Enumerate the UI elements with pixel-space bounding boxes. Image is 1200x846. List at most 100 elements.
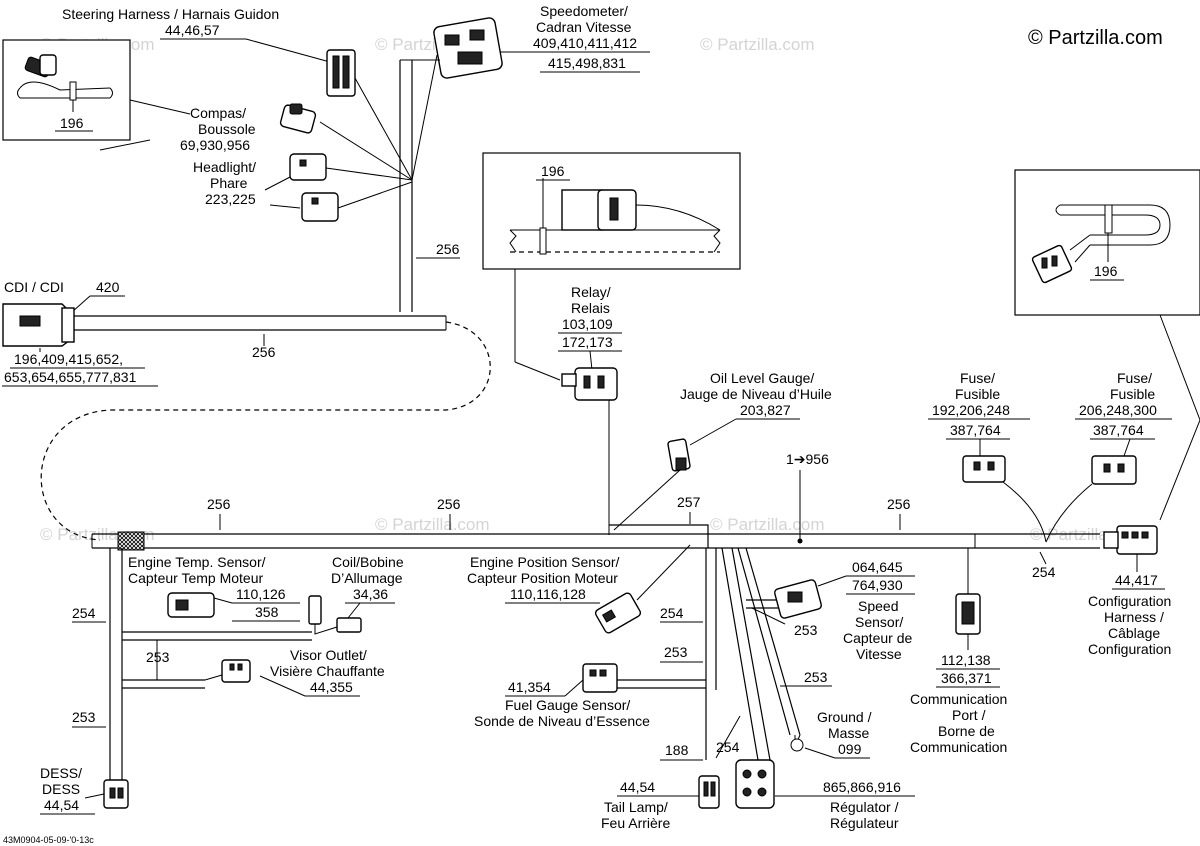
tail-lamp-label-fr: Feu Arrière: [601, 815, 670, 831]
steering-harness-label: Steering Harness / Harnais Guidon: [62, 6, 279, 22]
relay-parts-2: 172,173: [562, 334, 613, 350]
cdi-connector: [2, 303, 75, 347]
speed-sensor-label-4: Vitesse: [856, 646, 902, 662]
headlight-parts: 223,225: [205, 191, 256, 207]
harness-253-label: 253: [794, 622, 818, 638]
relay-label: Relay/: [571, 284, 611, 300]
compass-parts: 69,930,956: [180, 137, 250, 153]
fuse-right-label-fr: Fusible: [1110, 386, 1155, 402]
harness-254-label: 254: [72, 605, 96, 621]
fuse-left-connector: [962, 455, 1006, 483]
fuel-gauge-label-fr: Sonde de Niveau d’Essence: [474, 713, 650, 729]
speed-sensor-parts-2: 764,930: [852, 577, 903, 593]
config-harness-label: Configuration: [1088, 593, 1171, 609]
harness-256-label: 256: [252, 344, 276, 360]
communication-port-parts-2: 366,371: [941, 670, 992, 686]
dess-label-fr: DESS: [42, 781, 80, 797]
regulator-connector: [735, 759, 775, 809]
regulator-label-fr: Régulateur: [830, 815, 899, 831]
communication-port-label: Communication: [910, 691, 1007, 707]
range-956-label: 1➔956: [786, 451, 829, 467]
harness-254-label: 254: [660, 605, 684, 621]
harness-256-label: 256: [437, 496, 461, 512]
watermark-text: © Partzilla.com: [710, 515, 825, 534]
coil-connector: [308, 595, 362, 633]
harness-256-label: 256: [207, 496, 231, 512]
communication-port-parts: 112,138: [941, 652, 991, 668]
fuse-left-parts-2: 387,764: [950, 422, 1001, 438]
fuse-right-connector: [1091, 455, 1137, 485]
left-branches: [109, 548, 312, 780]
speed-sensor-parts: 064,645: [852, 559, 903, 575]
visor-outlet-label-fr: Visière Chauffante: [270, 663, 385, 679]
engine-position-parts: 110,116,128: [510, 586, 586, 602]
engine-temp-connector: [167, 592, 215, 618]
fuse-right-parts: 206,248,300: [1079, 402, 1157, 418]
engine-position-connector: [594, 592, 642, 634]
inset-right-part: 196: [1094, 263, 1118, 279]
ground-label-fr: Masse: [828, 725, 869, 741]
cdi-label: CDI / CDI: [4, 279, 64, 295]
inset-middle-part: 196: [541, 163, 565, 179]
coil-label-fr: D’Allumage: [331, 570, 403, 586]
wire-188-label: 188: [665, 742, 689, 758]
cdi-parts: 196,409,415,652,: [14, 351, 123, 367]
speed-sensor-label: Speed: [858, 598, 898, 614]
tail-lamp-parts: 44,54: [620, 779, 655, 795]
tail-lamp-label: Tail Lamp/: [604, 799, 668, 815]
config-harness-parts: 44,417: [1115, 572, 1158, 588]
oil-level-label: Oil Level Gauge/: [710, 370, 814, 386]
oil-level-label-fr: Jauge de Niveau d’Huile: [680, 386, 832, 402]
dess-label: DESS/: [40, 765, 82, 781]
steering-harness-parts: 44,46,57: [165, 22, 220, 38]
engine-temp-parts: 110,126: [236, 586, 286, 602]
relay-label-fr: Relais: [571, 300, 610, 316]
dess-connector: [103, 779, 129, 809]
speed-sensor-connector: [774, 579, 822, 619]
coil-parts: 34,36: [353, 586, 388, 602]
oil-level-connector: [667, 438, 691, 472]
communication-port-label-3: Borne de: [938, 723, 995, 739]
cdi-part: 420: [96, 279, 120, 295]
engine-temp-label-fr: Capteur Temp Moteur: [128, 570, 263, 586]
config-harness-connector: [1103, 525, 1158, 555]
harness-256-vertical: [399, 59, 440, 312]
compass-label-fr: Boussole: [198, 121, 256, 137]
cdi-parts-2: 653,654,655,777,831: [4, 369, 137, 385]
branch-lines: [99, 54, 438, 209]
inset-part-number: 196: [60, 115, 84, 131]
harness-256-label: 256: [887, 496, 911, 512]
fuse-right-parts-2: 387,764: [1093, 422, 1144, 438]
visor-outlet-parts: 44,355: [310, 679, 353, 695]
ground-label: Ground /: [817, 709, 872, 725]
headlight-connector: [289, 153, 339, 222]
speedometer-parts-2: 415,498,831: [548, 55, 626, 71]
speedometer-parts: 409,410,411,412: [533, 35, 637, 51]
regulator-parts: 865,866,916: [823, 779, 901, 795]
headlight-label: Headlight/: [193, 159, 256, 175]
harness-253-label: 253: [664, 644, 688, 660]
speedometer-connector: [433, 17, 503, 79]
fuse-left-parts: 192,206,248: [932, 402, 1010, 418]
fuse-left-label: Fuse/: [960, 370, 995, 386]
coil-label: Coil/Bobine: [332, 554, 404, 570]
visor-outlet-label: Visor Outlet/: [290, 647, 367, 663]
harness-254-label: 254: [716, 739, 740, 755]
harness-253-label: 253: [804, 669, 828, 685]
oil-level-parts: 203,827: [740, 402, 791, 418]
speed-sensor-label-3: Capteur de: [843, 630, 912, 646]
config-harness-label-4: Configuration: [1088, 641, 1171, 657]
fuse-right-label: Fuse/: [1117, 370, 1152, 386]
steering-harness-connector: [326, 49, 356, 97]
speedometer-label-fr: Cadran Vitesse: [536, 19, 632, 35]
harness-253-label: 253: [146, 649, 170, 665]
main-harness-256: [91, 524, 1100, 551]
harness-256-label: 256: [436, 241, 460, 257]
headlight-label-fr: Phare: [210, 175, 248, 191]
harness-loop-dashed: [40, 321, 491, 541]
communication-port-label-4: Communication: [910, 739, 1007, 755]
visor-outlet-connector: [221, 659, 251, 683]
fuel-gauge-parts: 41,354: [508, 679, 551, 695]
regulator-label: Régulator /: [830, 799, 899, 815]
